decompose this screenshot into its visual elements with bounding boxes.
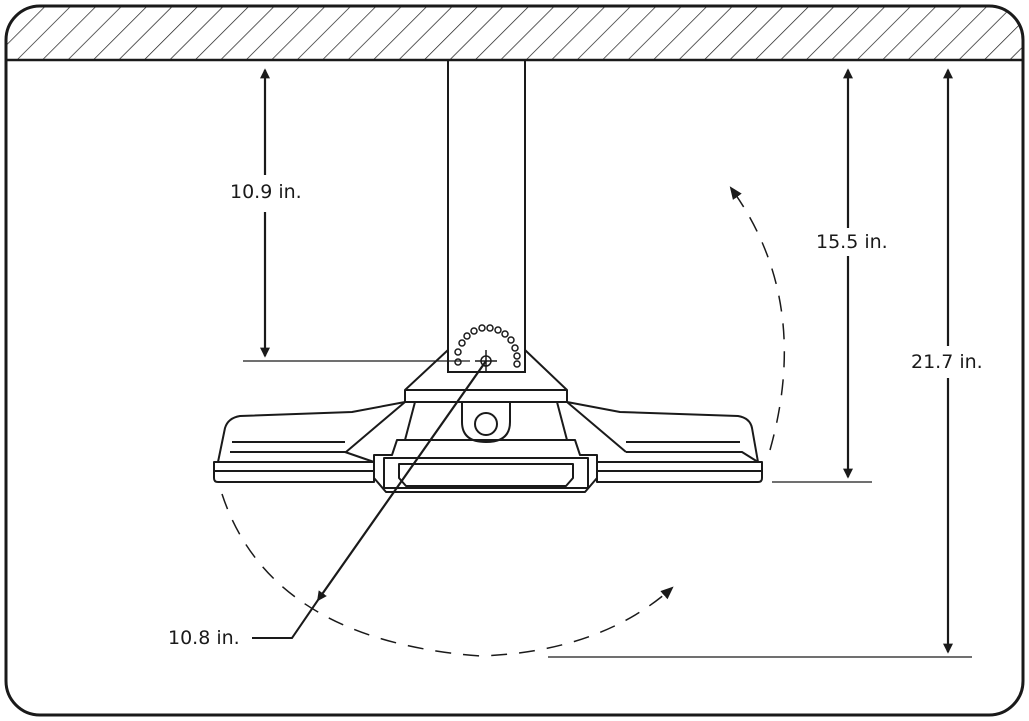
dimension-pivot-to-ceiling <box>243 68 470 362</box>
diagram-frame <box>4 4 1025 717</box>
rotation-arc-upper <box>729 186 786 451</box>
swing-bottom-to-ceiling-label: 21.7 in. <box>909 350 985 374</box>
dimension-swing-radius <box>252 360 487 639</box>
pivot-adjustment-holes <box>454 324 521 368</box>
dimension-fixture-bottom-to-ceiling <box>772 68 872 483</box>
mounting-pole <box>447 60 526 373</box>
ceiling <box>6 6 1023 60</box>
pivot-to-ceiling-label: 10.9 in. <box>228 180 304 204</box>
dimension-swing-bottom-to-ceiling <box>548 68 972 658</box>
fixture-bottom-to-ceiling-label: 15.5 in. <box>814 230 890 254</box>
swing-radius-label: 10.8 in. <box>168 627 240 649</box>
light-fixture <box>213 349 763 493</box>
rotation-arc-lower <box>221 493 674 657</box>
